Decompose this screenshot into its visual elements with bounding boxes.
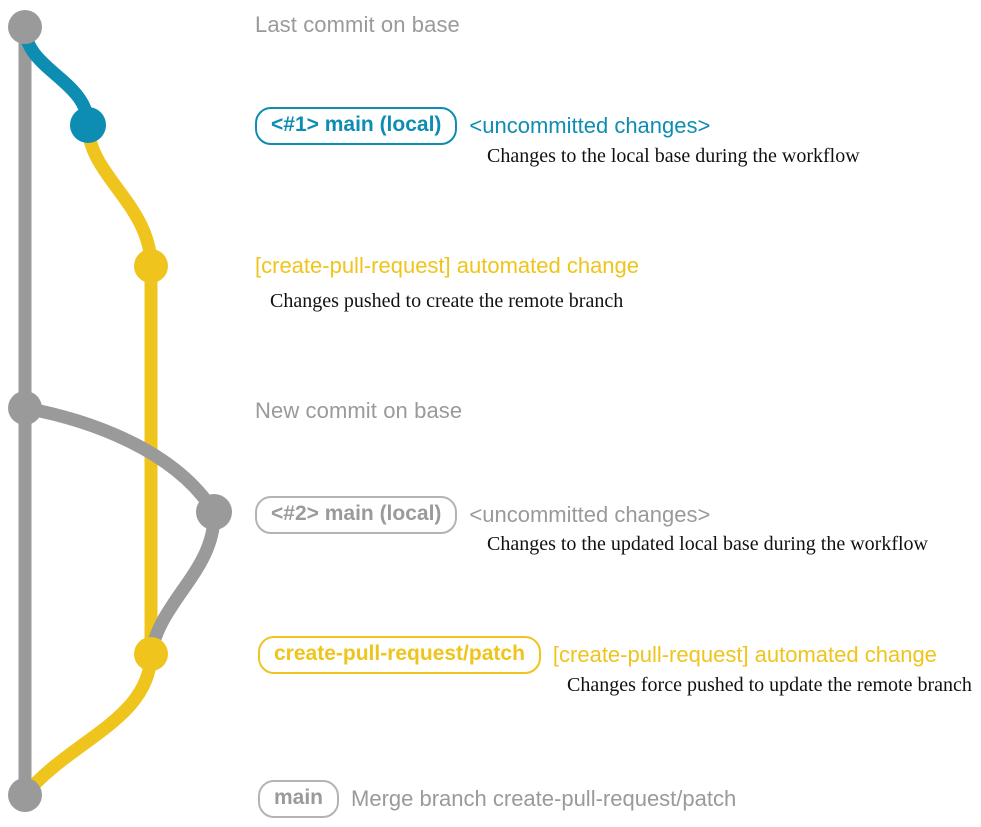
commit-row-local-uncommitted-1: <#1> main (local) <uncommitted changes> (255, 107, 710, 145)
commit-note-automated-change-1: Changes pushed to create the remote bran… (270, 290, 624, 312)
commit-row-automated-change-2: create-pull-request/patch [create-pull-r… (258, 636, 937, 674)
commit-subject-automated-change-1: [create-pull-request] automated change (255, 253, 640, 278)
commit-note-automated-change-2: Changes force pushed to update the remot… (567, 674, 972, 696)
commit-row-automated-change-1: [create-pull-request] automated change (255, 253, 639, 279)
commit-subject-merge-commit: Merge branch create-pull-request/patch (351, 785, 737, 811)
commit-row-last-commit-on-base: Last commit on base (255, 12, 460, 38)
commit-subject-local-uncommitted-2: <uncommitted changes> (469, 501, 711, 527)
commit-subject-last-commit-on-base: Last commit on base (255, 12, 460, 37)
commit-row-merge-commit: main Merge branch create-pull-request/pa… (258, 780, 736, 818)
commit-row-new-commit-on-base: New commit on base (255, 398, 462, 424)
ref-chip-create-pull-request-patch[interactable]: create-pull-request/patch (258, 636, 541, 674)
commit-subject-local-uncommitted-1: <uncommitted changes> (469, 112, 711, 138)
commit-subject-automated-change-2: [create-pull-request] automated change (552, 641, 937, 667)
commit-subject-new-commit-on-base: New commit on base (255, 398, 463, 423)
commit-note-local-uncommitted-1: Changes to the local base during the wor… (487, 145, 860, 167)
ref-chip-main-local-2[interactable]: <#2> main (local) (255, 496, 458, 534)
commit-note-local-uncommitted-2: Changes to the updated local base during… (487, 533, 928, 555)
ref-chip-main[interactable]: main (258, 780, 340, 818)
commit-row-local-uncommitted-2: <#2> main (local) <uncommitted changes> (255, 496, 710, 534)
ref-chip-main-local-1[interactable]: <#1> main (local) (255, 107, 458, 145)
